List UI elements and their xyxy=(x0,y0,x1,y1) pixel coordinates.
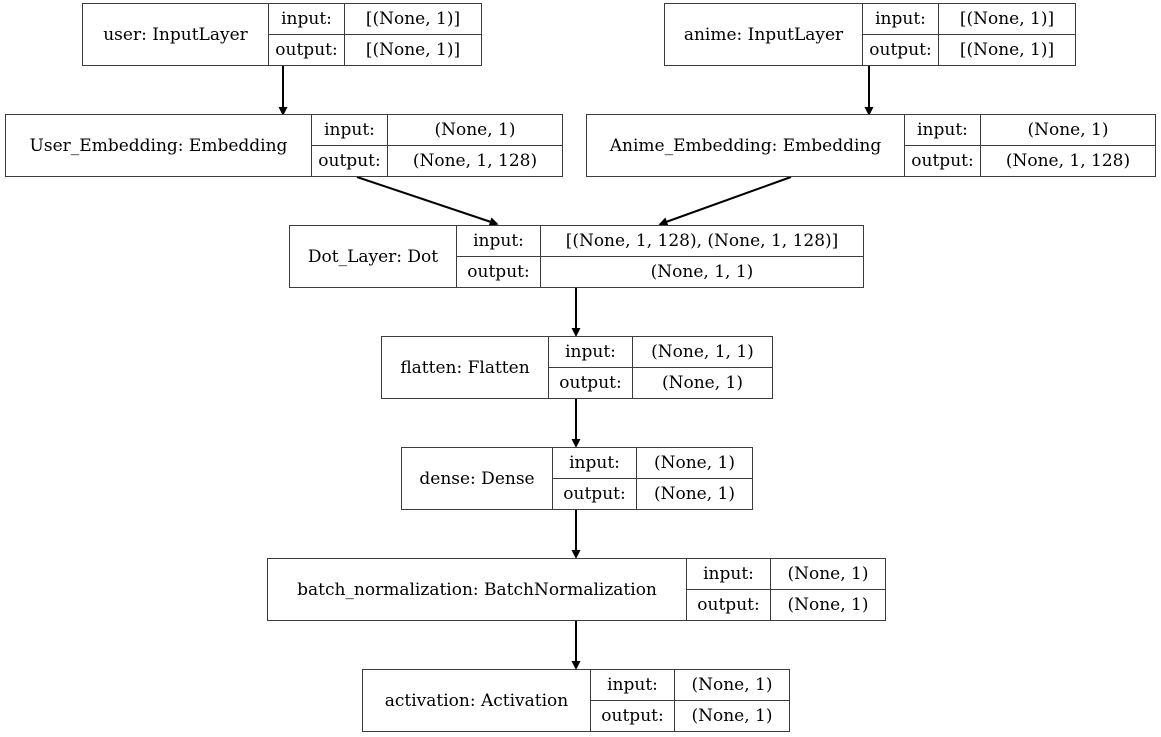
node-dot-layer-output-row: output: (None, 1, 1) xyxy=(457,257,863,287)
node-user-input-output-row: output: [(None, 1)] xyxy=(269,35,481,65)
node-dot-layer-title: Dot_Layer: Dot xyxy=(290,226,457,287)
node-batch-normalization-output-row: output: (None, 1) xyxy=(687,590,885,620)
node-batch-normalization-io: input: (None, 1) output: (None, 1) xyxy=(687,559,885,620)
node-user-embedding-io: input: (None, 1) output: (None, 1, 128) xyxy=(312,115,562,176)
node-activation-input-row: input: (None, 1) xyxy=(591,670,789,701)
node-dot-layer-output-value: (None, 1, 1) xyxy=(650,262,754,282)
node-batch-normalization-input-value: (None, 1) xyxy=(787,564,869,584)
node-user-input-output-label: output: xyxy=(269,35,345,65)
node-user-input-io: input: [(None, 1)] output: [(None, 1)] xyxy=(269,4,481,65)
node-dot-layer[interactable]: Dot_Layer: Dot input: [(None, 1, 128), (… xyxy=(289,225,864,288)
node-flatten-input-value: (None, 1, 1) xyxy=(651,342,754,362)
node-dense-io: input: (None, 1) output: (None, 1) xyxy=(553,448,752,509)
node-activation-output-row: output: (None, 1) xyxy=(591,701,789,731)
node-dense-output-row: output: (None, 1) xyxy=(553,479,752,509)
node-dense[interactable]: dense: Dense input: (None, 1) output: (N… xyxy=(401,447,753,510)
node-activation-output-label: output: xyxy=(591,701,675,731)
node-flatten-io: input: (None, 1, 1) output: (None, 1) xyxy=(549,337,772,398)
node-batch-normalization-input-row: input: (None, 1) xyxy=(687,559,885,590)
node-batch-normalization-input-label: input: xyxy=(687,559,771,589)
node-anime-embedding-output-row: output: (None, 1, 128) xyxy=(905,146,1155,176)
node-anime-embedding-input-label: input: xyxy=(905,115,981,145)
edge-user-embedding-to-dot-layer xyxy=(356,176,499,226)
node-activation-input-label: input: xyxy=(591,670,675,700)
node-anime-embedding-output-value: (None, 1, 128) xyxy=(1005,151,1131,171)
node-user-input-input-row: input: [(None, 1)] xyxy=(269,4,481,35)
node-batch-normalization-output-value: (None, 1) xyxy=(787,595,869,615)
node-flatten-title: flatten: Flatten xyxy=(382,337,549,398)
node-anime-input-input-value: [(None, 1)] xyxy=(959,9,1055,29)
node-dense-output-label: output: xyxy=(553,479,637,509)
node-batch-normalization-title: batch_normalization: BatchNormalization xyxy=(268,559,687,620)
node-anime-input-output-value: [(None, 1)] xyxy=(959,40,1055,60)
node-anime-embedding-title: Anime_Embedding: Embedding xyxy=(587,115,905,176)
node-dense-title: dense: Dense xyxy=(402,448,553,509)
node-activation[interactable]: activation: Activation input: (None, 1) … xyxy=(362,669,790,732)
node-flatten-input-row: input: (None, 1, 1) xyxy=(549,337,772,368)
node-flatten-output-value: (None, 1) xyxy=(661,373,743,393)
node-dot-layer-input-label: input: xyxy=(457,226,541,256)
node-anime-input-title: anime: InputLayer xyxy=(665,4,863,65)
node-flatten-output-row: output: (None, 1) xyxy=(549,368,772,398)
node-user-embedding-output-row: output: (None, 1, 128) xyxy=(312,146,562,176)
node-user-input-input-label: input: xyxy=(269,4,345,34)
node-user-embedding-input-label: input: xyxy=(312,115,388,145)
node-activation-output-value: (None, 1) xyxy=(691,706,773,726)
node-flatten[interactable]: flatten: Flatten input: (None, 1, 1) out… xyxy=(381,336,773,399)
node-anime-input-output-label: output: xyxy=(863,35,939,65)
node-user-input-input-value: [(None, 1)] xyxy=(365,9,461,29)
node-anime-input-input-row: input: [(None, 1)] xyxy=(863,4,1075,35)
node-user-embedding[interactable]: User_Embedding: Embedding input: (None, … xyxy=(5,114,563,177)
node-batch-normalization-output-label: output: xyxy=(687,590,771,620)
node-user-input[interactable]: user: InputLayer input: [(None, 1)] outp… xyxy=(82,3,482,66)
node-anime-embedding-io: input: (None, 1) output: (None, 1, 128) xyxy=(905,115,1155,176)
node-anime-input-input-label: input: xyxy=(863,4,939,34)
node-batch-normalization[interactable]: batch_normalization: BatchNormalization … xyxy=(267,558,886,621)
node-user-input-title: user: InputLayer xyxy=(83,4,269,65)
node-flatten-output-label: output: xyxy=(549,368,633,398)
node-anime-embedding-output-label: output: xyxy=(905,146,981,176)
node-flatten-input-label: input: xyxy=(549,337,633,367)
node-dense-input-label: input: xyxy=(553,448,637,478)
node-activation-io: input: (None, 1) output: (None, 1) xyxy=(591,670,789,731)
node-dot-layer-io: input: [(None, 1, 128), (None, 1, 128)] … xyxy=(457,226,863,287)
node-dot-layer-input-value: [(None, 1, 128), (None, 1, 128)] xyxy=(565,231,839,251)
node-dot-layer-input-row: input: [(None, 1, 128), (None, 1, 128)] xyxy=(457,226,863,257)
node-activation-title: activation: Activation xyxy=(363,670,591,731)
node-anime-input-io: input: [(None, 1)] output: [(None, 1)] xyxy=(863,4,1075,65)
node-anime-input-output-row: output: [(None, 1)] xyxy=(863,35,1075,65)
node-dot-layer-output-label: output: xyxy=(457,257,541,287)
node-user-embedding-title: User_Embedding: Embedding xyxy=(6,115,312,176)
node-user-embedding-output-label: output: xyxy=(312,146,388,176)
node-user-embedding-output-value: (None, 1, 128) xyxy=(412,151,538,171)
node-user-embedding-input-value: (None, 1) xyxy=(434,120,516,140)
node-user-embedding-input-row: input: (None, 1) xyxy=(312,115,562,146)
node-dense-output-value: (None, 1) xyxy=(653,484,735,504)
node-anime-input[interactable]: anime: InputLayer input: [(None, 1)] out… xyxy=(664,3,1076,66)
node-anime-embedding-input-value: (None, 1) xyxy=(1027,120,1109,140)
node-activation-input-value: (None, 1) xyxy=(691,675,773,695)
node-anime-embedding[interactable]: Anime_Embedding: Embedding input: (None,… xyxy=(586,114,1156,177)
node-dense-input-value: (None, 1) xyxy=(653,453,735,473)
node-user-input-output-value: [(None, 1)] xyxy=(365,40,461,60)
node-dense-input-row: input: (None, 1) xyxy=(553,448,752,479)
edge-anime-embedding-to-dot-layer xyxy=(658,176,792,226)
node-anime-embedding-input-row: input: (None, 1) xyxy=(905,115,1155,146)
